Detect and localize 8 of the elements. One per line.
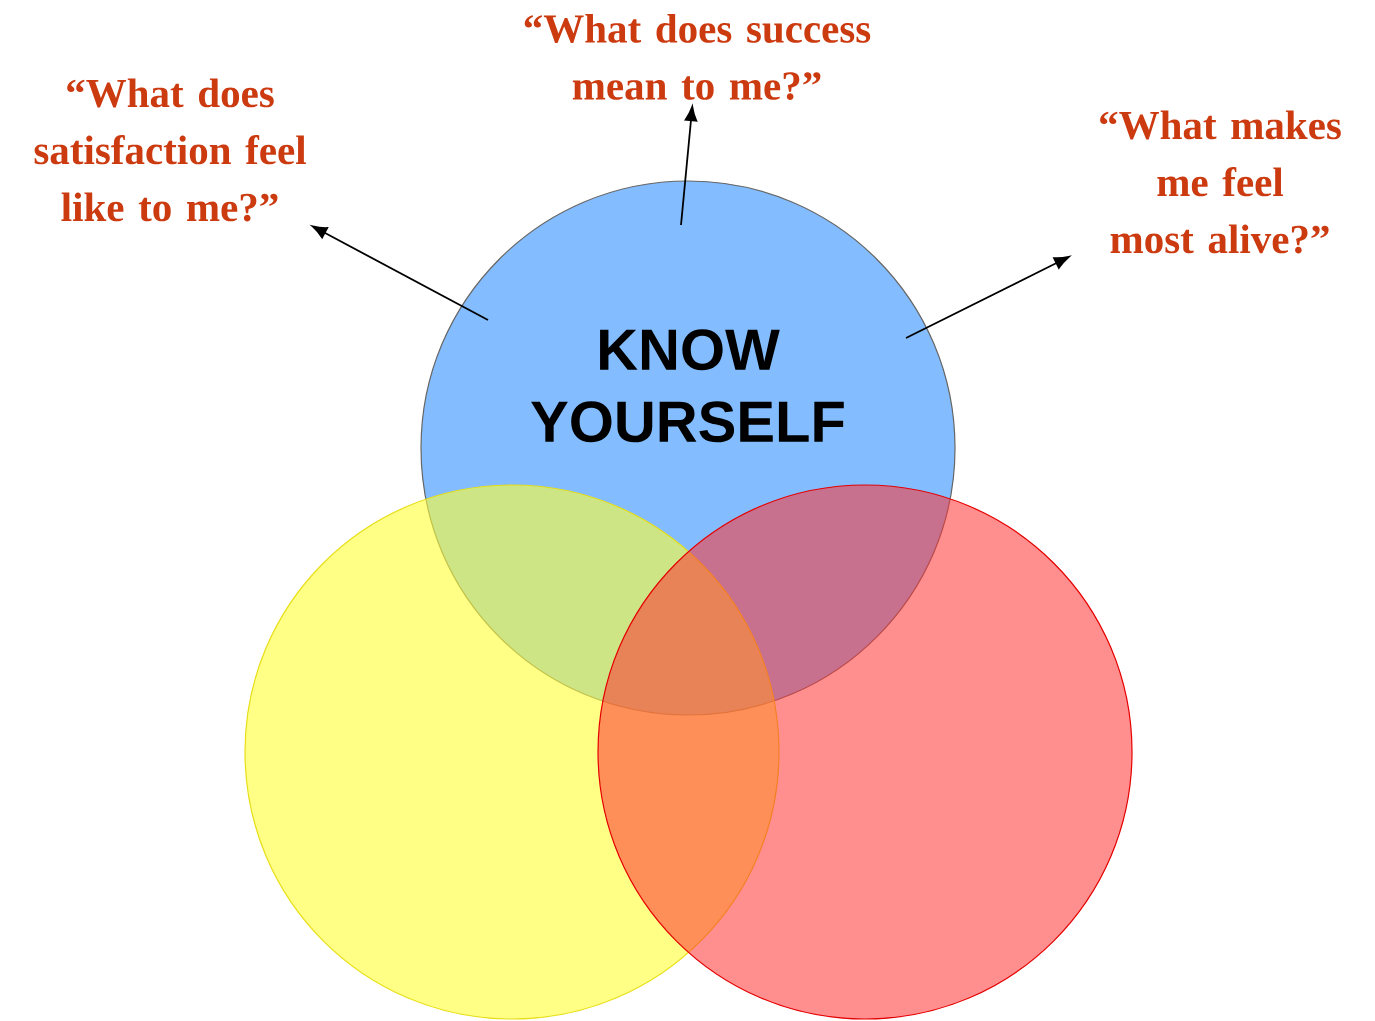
question-text: “What does satisfaction feel like to me?” bbox=[34, 78, 306, 222]
arrow bbox=[680, 105, 698, 226]
venn-circle bbox=[244, 484, 780, 1020]
arrow bbox=[905, 256, 1070, 339]
question-text: “What does success mean to me?” bbox=[524, 14, 871, 100]
arrow bbox=[311, 225, 489, 321]
question-text: “What makes me feel most alive?” bbox=[1100, 110, 1341, 254]
venn-circle bbox=[597, 484, 1133, 1020]
